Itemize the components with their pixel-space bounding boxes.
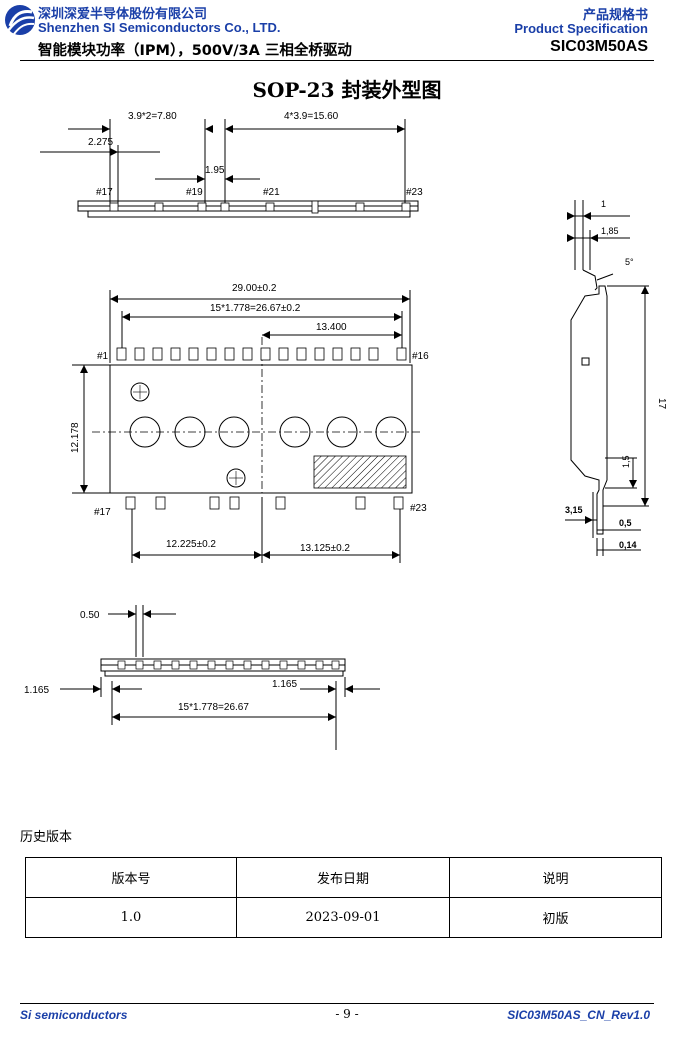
bottom-view-drawing: 0.50 1.165 1.165 15*1.778=26.67 [24, 605, 380, 750]
pin-1: #1 [97, 351, 109, 362]
front-view-drawing: 29.00±0.2 15*1.778=26.67±0.2 13.400 12.1… [70, 283, 429, 563]
side-dim-0-14: 0,14 [619, 540, 637, 550]
dim-pitch: 15*1.778=26.67±0.2 [210, 303, 301, 314]
pin-16: #16 [412, 351, 429, 362]
cell-version: 1.0 [25, 897, 237, 938]
pin-21-top: #21 [263, 187, 280, 198]
side-dim-1: 1 [601, 199, 606, 209]
history-label: 历史版本 [20, 830, 73, 845]
table-row: 1.0 2023-09-01 初版 [25, 897, 662, 938]
footer-doc-id: SIC03M50AS_CN_Rev1.0 [507, 1008, 650, 1022]
dim-1-95: 1.95 [205, 165, 225, 176]
part-number: SIC03M50AS [550, 38, 648, 55]
doc-type-cn: 产品规格书 [582, 8, 648, 23]
dim-lead: 0.50 [80, 610, 100, 621]
dim-15-60: 4*3.9=15.60 [284, 111, 339, 122]
pin-19-top: #19 [186, 187, 203, 198]
product-description: 智能模块功率（IPM），500V/3A 三相全桥驱动 [38, 43, 352, 59]
side-dim-1-85: 1,85 [601, 226, 619, 236]
pin-17: #17 [94, 507, 111, 518]
top-view-drawing: 3.9*2=7.80 4*3.9=15.60 2.275 1.95 #17 #1… [40, 111, 423, 218]
company-logo [5, 5, 35, 35]
dim-offset-left: 1.165 [24, 685, 49, 696]
footer-company: Si semiconductors [20, 1008, 128, 1022]
header-divider [20, 60, 654, 61]
page-title: SOP-23 封装外型图 [252, 78, 442, 102]
side-dim-angle: 5° [625, 257, 634, 267]
side-dim-3-15: 3,15 [565, 505, 583, 515]
cell-notes: 初版 [449, 897, 662, 938]
dim-7-80: 3.9*2=7.80 [128, 111, 177, 122]
side-view-drawing: 1 1,85 5° 17 1,5 3,15 0,5 0,14 [565, 199, 667, 556]
company-name-cn: 深圳深爱半导体股份有限公司 [38, 7, 208, 22]
side-dim-0-5: 0,5 [619, 518, 632, 528]
dim-width: 29.00±0.2 [232, 283, 277, 294]
header-notes: 说明 [449, 857, 662, 898]
dim-2-275: 2.275 [88, 137, 113, 148]
pin-23-top: #23 [406, 187, 423, 198]
dim-offset-right: 1.165 [272, 679, 297, 690]
page-number: - 9 - [335, 1007, 359, 1021]
side-dim-1-5: 1,5 [621, 455, 631, 468]
dim-span: 13.400 [316, 322, 347, 333]
pin-23: #23 [410, 503, 427, 514]
cell-date: 2023-09-01 [236, 897, 450, 938]
header-date: 发布日期 [236, 857, 450, 898]
table-header-row: 版本号 发布日期 说明 [25, 857, 662, 898]
dim-bottom-pitch: 15*1.778=26.67 [178, 702, 249, 713]
doc-type-en: Product Specification [514, 21, 648, 36]
company-name-en: Shenzhen SI Semiconductors Co., LTD. [38, 20, 281, 35]
history-table: 版本号 发布日期 说明 1.0 2023-09-01 初版 [25, 857, 662, 938]
footer-divider [20, 1003, 654, 1004]
dim-height: 12.178 [70, 422, 81, 453]
pin-17-top: #17 [96, 187, 113, 198]
header-version: 版本号 [25, 857, 237, 898]
side-dim-17: 17 [656, 398, 667, 410]
dim-bottom-right: 13.125±0.2 [300, 543, 350, 554]
dim-bottom-left: 12.225±0.2 [166, 539, 216, 550]
